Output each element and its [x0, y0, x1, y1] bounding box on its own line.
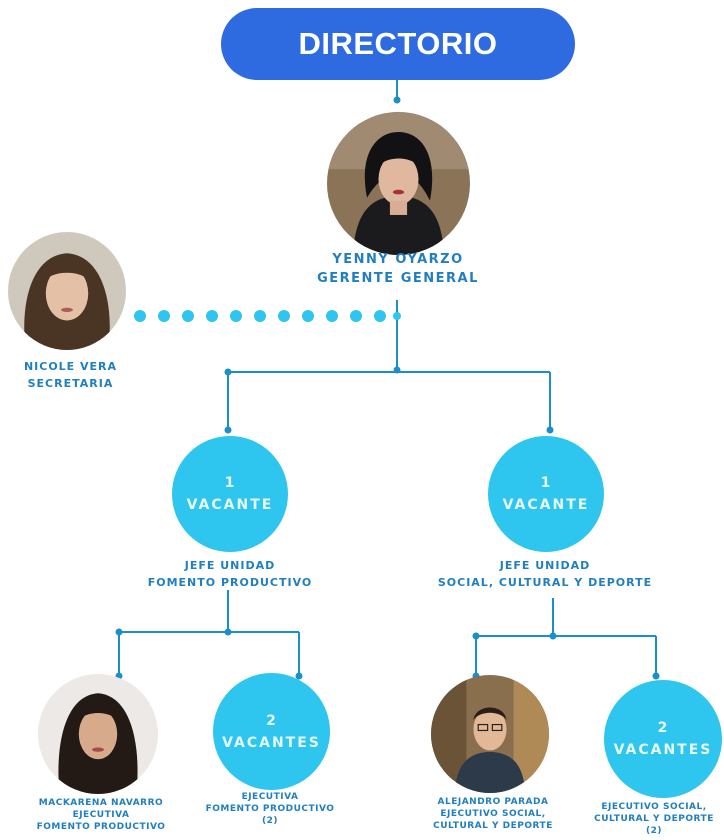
unit-head-unit: FOMENTO PRODUCTIVO: [147, 576, 313, 589]
general-manager-label: YENNY OYARZO GERENTE GENERAL: [298, 250, 498, 288]
vacancy-count: 1: [540, 475, 552, 491]
vacancy-count: 1: [224, 475, 236, 491]
staff-label: ALEJANDRO PARADA EJECUTIVO SOCIAL, CULTU…: [418, 796, 568, 832]
staff-photo: [431, 675, 549, 793]
secretary-role: SECRETARIA: [27, 377, 114, 390]
general-manager-name: YENNY OYARZO: [332, 252, 464, 267]
header-title: DIRECTORIO: [298, 26, 498, 61]
vacancy-status: VACANTE: [186, 497, 274, 513]
staff-label: EJECUTIVA FOMENTO PRODUCTIVO (2): [190, 791, 350, 827]
staff-vacancy-circle: 2 VACANTES: [604, 680, 722, 798]
unit-head-label: JEFE UNIDAD SOCIAL, CULTURAL Y DEPORTE: [410, 557, 680, 591]
staff-label: EJECUTIVO SOCIAL, CULTURAL Y DEPORTE (2): [584, 801, 724, 837]
general-manager-role: GERENTE GENERAL: [317, 271, 479, 286]
staff-photo: [38, 674, 158, 794]
unit-head-unit: SOCIAL, CULTURAL Y DEPORTE: [437, 576, 653, 589]
staff-unit: CULTURAL Y DEPORTE: [594, 814, 714, 824]
dotted-connector: [134, 310, 401, 322]
secretary-photo: [8, 232, 126, 350]
vacancy-status: VACANTES: [222, 734, 321, 751]
staff-vacancy-circle: 2 VACANTES: [213, 673, 330, 790]
staff-unit: FOMENTO PRODUCTIVO: [205, 804, 335, 814]
vacancy-count: 2: [266, 712, 277, 729]
unit-head-label: JEFE UNIDAD FOMENTO PRODUCTIVO: [120, 557, 340, 591]
vacancy-count: 2: [657, 720, 669, 736]
secretary-label: NICOLE VERA SECRETARIA: [8, 358, 133, 392]
staff-unit: FOMENTO PRODUCTIVO: [36, 822, 166, 832]
unit-head-vacancy-circle: 1 VACANTE: [172, 436, 288, 552]
secretary-name: NICOLE VERA: [23, 360, 118, 373]
unit-head-title: JEFE UNIDAD: [499, 559, 591, 572]
general-manager-photo: [327, 112, 470, 255]
staff-name: ALEJANDRO PARADA: [437, 797, 549, 807]
unit-head-vacancy-circle: 1 VACANTE: [488, 436, 604, 552]
staff-count-note: (2): [262, 816, 278, 826]
staff-role: EJECUTIVO SOCIAL,: [440, 809, 546, 819]
header-pill: DIRECTORIO: [221, 8, 575, 80]
staff-role: EJECUTIVA: [241, 792, 299, 802]
staff-name: MACKARENA NAVARRO: [38, 798, 164, 808]
unit-head-title: JEFE UNIDAD: [184, 559, 276, 572]
staff-unit: CULTURAL Y DEPORTE: [433, 821, 553, 831]
staff-count-note: (2): [646, 826, 662, 836]
staff-label: MACKARENA NAVARRO EJECUTIVA FOMENTO PROD…: [6, 797, 196, 833]
vacancy-status: VACANTE: [502, 497, 590, 513]
vacancy-status: VACANTES: [613, 742, 713, 758]
staff-role: EJECUTIVA: [72, 810, 130, 820]
staff-role: EJECUTIVO SOCIAL,: [601, 802, 707, 812]
